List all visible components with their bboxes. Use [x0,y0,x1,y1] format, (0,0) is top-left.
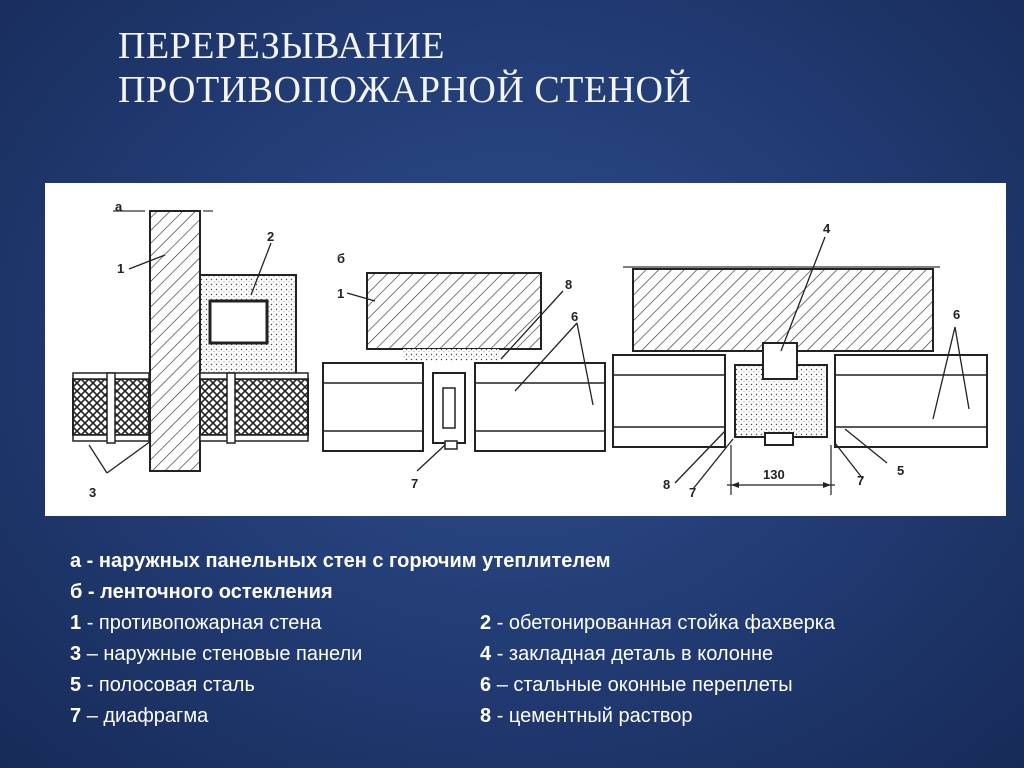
label-5: 5 [897,463,904,478]
firewall-beam-b1 [366,272,542,350]
legend-row-a: а - наружных панельных стен с горючим ут… [70,546,970,577]
window-frame-left-b2 [612,354,726,448]
label-7-b2-left: 7 [689,485,696,500]
label-7-b1: 7 [411,476,418,491]
window-frame-right-b2 [834,354,988,448]
legend: а - наружных панельных стен с горючим ут… [70,546,970,732]
legend-b-key: б [70,581,83,603]
label-6-b2: 6 [953,307,960,322]
drawing-svg: а 1 2 3 б 1 8 6 [72,199,988,500]
label-8-b1: 8 [565,277,572,292]
legend-a-key: а [70,550,82,572]
label-4: 4 [823,221,831,236]
detail-b1: б 1 8 6 7 [322,251,606,491]
legend-item-5: 5 - полосовая сталь [70,674,255,696]
legend-a-text: наружных панельных стен с горючим утепли… [98,550,611,572]
label-b: б [337,251,345,266]
window-frame-left-b1 [322,362,424,452]
detail-a: а 1 2 3 [72,199,309,500]
firewall-beam-b2 [632,268,934,352]
legend-item-4: 4 - закладная деталь в колонне [480,643,774,665]
legend-item-7: 7 – диафрагма [70,705,209,727]
legend-row-2: 3 – наружные стеновые панели 4 - закладн… [70,639,970,670]
label-a: а [115,199,123,214]
label-1-b: 1 [337,286,344,301]
label-1-a: 1 [117,261,124,276]
slide-title: ПЕРЕРЕЗЫВАНИЕ ПРОТИВОПОЖАРНОЙ СТЕНОЙ [118,24,691,112]
legend-item-1: 1 - противопожарная стена [70,612,322,634]
legend-item-6: 6 – стальные оконные переплеты [480,674,793,696]
dimension-130: 130 [763,467,785,482]
label-8-b2: 8 [663,477,670,492]
legend-b-text: ленточного остекления [100,581,333,603]
label-3: 3 [89,485,96,500]
label-7-b2-right: 7 [857,473,864,488]
firewall-section [149,210,201,472]
legend-row-4: 7 – диафрагма 8 - цементный раствор [70,701,970,732]
window-frame-right-b1 [474,362,606,452]
legend-row-1: 1 - противопожарная стена 2 - обетониров… [70,608,970,639]
legend-item-8: 8 - цементный раствор [480,705,693,727]
technical-drawing: а 1 2 3 б 1 8 6 [45,183,1006,516]
legend-item-3: 3 – наружные стеновые панели [70,643,363,665]
legend-row-3: 5 - полосовая сталь 6 – стальные оконные… [70,670,970,701]
label-6-b1: 6 [571,309,578,324]
legend-row-b: б - ленточного остекления [70,577,970,608]
slide-title-line-2: ПРОТИВОПОЖАРНОЙ СТЕНОЙ [118,69,692,111]
wall-panel-right [199,378,309,436]
label-2: 2 [267,229,274,244]
cement-mortar-b1 [403,349,499,361]
legend-item-2: 2 - обетонированная стойка фахверка [480,612,836,634]
slide-title-line-1: ПЕРЕРЕЗЫВАНИЕ [118,25,445,67]
embedded-detail [762,342,798,380]
detail-b2: 4 6 5 7 8 7 130 [612,221,988,500]
